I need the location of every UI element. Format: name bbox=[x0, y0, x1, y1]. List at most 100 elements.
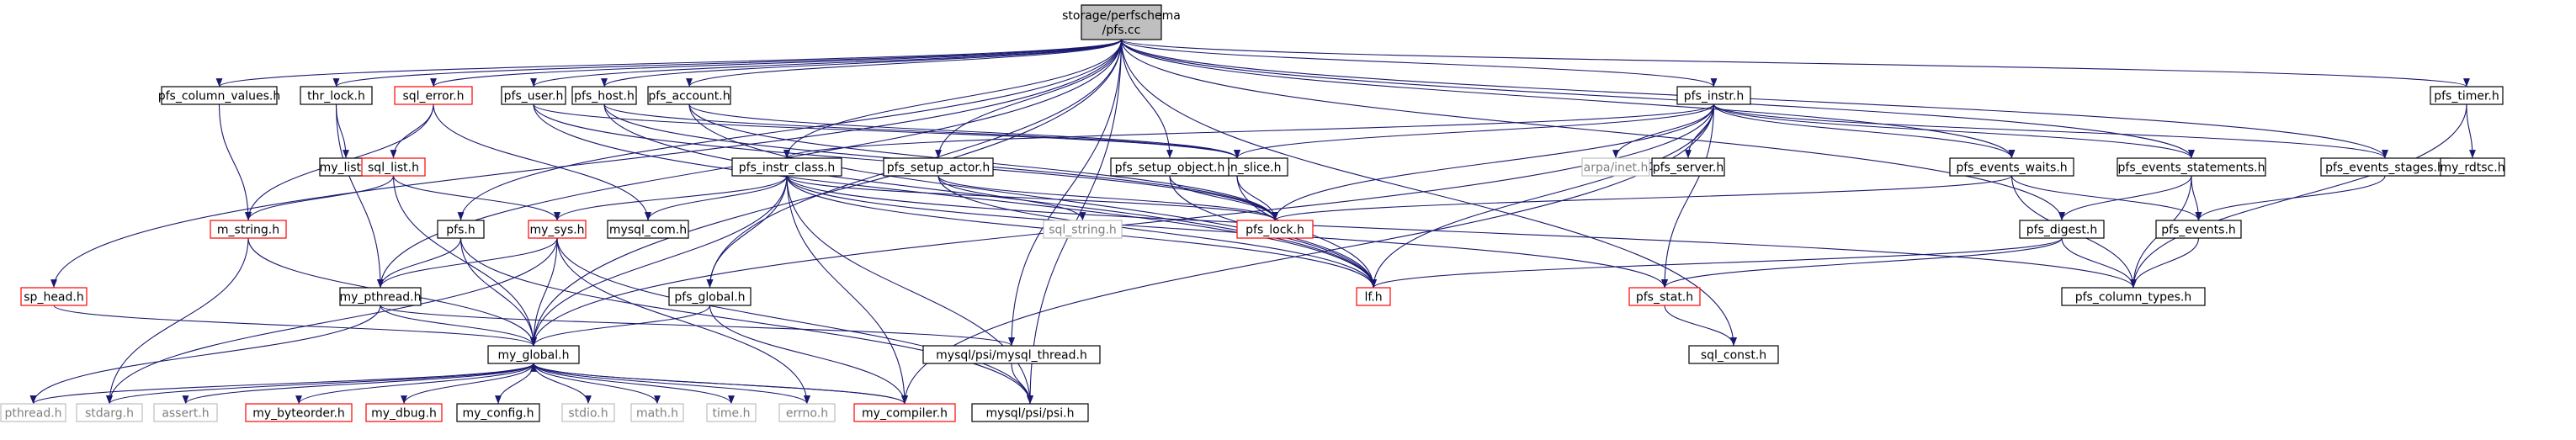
node-label: sql_list.h bbox=[368, 162, 419, 175]
node-box bbox=[853, 403, 956, 422]
node-my-list[interactable]: my_list.h bbox=[319, 157, 373, 177]
edge-root-to-pfs_column_values bbox=[215, 39, 1123, 87]
node-stdarg[interactable]: stdarg.h bbox=[76, 403, 143, 422]
node-assert[interactable]: assert.h bbox=[153, 403, 218, 422]
node-root[interactable]: storage/perfschema/pfs.cc bbox=[1062, 4, 1181, 40]
node-label: pfs_instr.h bbox=[1684, 90, 1744, 103]
node-pfs-column-values[interactable]: pfs_column_values.h bbox=[158, 86, 281, 105]
edge-mysql_thread-to-psi bbox=[1011, 363, 1033, 405]
node-pfs-events-waits[interactable]: pfs_events_waits.h bbox=[1949, 157, 2074, 177]
edge-pfs_instr_class-to-my_sys bbox=[554, 175, 788, 221]
node-pfs-setup-actor[interactable]: pfs_setup_actor.h bbox=[883, 157, 994, 177]
node-box bbox=[922, 345, 1101, 364]
node-psi[interactable]: mysql/psi/psi.h bbox=[971, 403, 1089, 422]
node-pthread[interactable]: pthread.h bbox=[0, 403, 66, 422]
node-mysql-thread[interactable]: mysql/psi/mysql_thread.h bbox=[922, 345, 1101, 364]
edge-pfs_host-to-pfs_con_slice bbox=[603, 103, 1240, 159]
node-label: pfs_setup_actor.h bbox=[887, 162, 990, 175]
node-pfs-events-statements[interactable]: pfs_events_statements.h bbox=[2117, 157, 2266, 177]
node-sql-list[interactable]: sql_list.h bbox=[361, 157, 426, 177]
node-label: pfs_events_waits.h bbox=[1956, 162, 2067, 175]
edge-my_global-to-my_byteorder bbox=[295, 363, 534, 405]
node-pfs-global[interactable]: pfs_global.h bbox=[668, 287, 752, 306]
node-time[interactable]: time.h bbox=[706, 403, 757, 422]
node-my-byteorder[interactable]: my_byteorder.h bbox=[245, 403, 353, 422]
node-arpa-inet[interactable]: arpa/inet.h bbox=[1581, 157, 1650, 177]
node-pfs-column-types[interactable]: pfs_column_types.h bbox=[2061, 287, 2206, 306]
edge-root-to-sp_head bbox=[50, 39, 1123, 289]
node-box bbox=[883, 157, 994, 177]
edge-root-to-pfs_events_statements bbox=[1120, 39, 2195, 159]
edge-my_global-to-assert bbox=[182, 363, 534, 405]
node-box bbox=[365, 403, 443, 422]
node-mysql-com[interactable]: mysql_com.h bbox=[607, 220, 689, 239]
node-stdio[interactable]: stdio.h bbox=[561, 403, 615, 422]
node-label: pfs_lock.h bbox=[1246, 224, 1304, 237]
node-my-pthread[interactable]: my_pthread.h bbox=[339, 287, 422, 306]
node-box bbox=[394, 86, 473, 105]
node-box bbox=[1688, 345, 1779, 364]
node-sql-const[interactable]: sql_const.h bbox=[1688, 345, 1779, 364]
edge-my_sys-to-stdarg bbox=[106, 237, 558, 405]
node-label: stdarg.h bbox=[85, 407, 134, 421]
node-thr-lock[interactable]: thr_lock.h bbox=[300, 86, 373, 105]
node-sql-string[interactable]: sql_string.h bbox=[1043, 220, 1123, 239]
node-pfs-host[interactable]: pfs_host.h bbox=[571, 86, 637, 105]
node-pfs-digest[interactable]: pfs_digest.h bbox=[2019, 220, 2105, 239]
node-pfs-timer[interactable]: pfs_timer.h bbox=[2430, 86, 2504, 105]
edge-sql_list-to-my_global bbox=[392, 175, 537, 347]
node-pfs-user[interactable]: pfs_user.h bbox=[501, 86, 566, 105]
edge-root-to-pfs_account bbox=[686, 39, 1123, 87]
edge-pfs_h-to-psi bbox=[459, 237, 1033, 405]
edge-my_global-to-time bbox=[533, 363, 735, 405]
node-my-dbug[interactable]: my_dbug.h bbox=[365, 403, 443, 422]
edge-my_global-to-errno bbox=[533, 363, 810, 405]
edge-pfs_instr-to-pfs_events_stages bbox=[1713, 103, 2388, 159]
node-sql-error[interactable]: sql_error.h bbox=[394, 86, 473, 105]
node-label: pfs_stat.h bbox=[1636, 291, 1693, 305]
node-pfs-server[interactable]: pfs_server.h bbox=[1651, 157, 1725, 177]
node-pfs-setup-object[interactable]: pfs_setup_object.h bbox=[1110, 157, 1230, 177]
edge-my_global-to-my_dbug bbox=[401, 363, 534, 405]
edge-pfs_digest-to-pfs_stat bbox=[1661, 237, 2063, 289]
edge-pfs_global-to-my_compiler bbox=[709, 305, 908, 405]
node-label: pfs_account.h bbox=[648, 90, 730, 103]
node-my-global[interactable]: my_global.h bbox=[487, 345, 580, 364]
node-m-string[interactable]: m_string.h bbox=[210, 220, 287, 239]
edge-root-to-sql_error bbox=[430, 39, 1123, 87]
node-math[interactable]: math.h bbox=[630, 403, 684, 422]
node-label: pfs.h bbox=[446, 224, 475, 237]
node-errno[interactable]: errno.h bbox=[778, 403, 836, 422]
node-label: my_dbug.h bbox=[371, 407, 437, 421]
node-label: sql_error.h bbox=[402, 90, 464, 103]
node-box bbox=[571, 86, 637, 105]
node-pfs-events-stages[interactable]: pfs_events_stages.h bbox=[2320, 157, 2450, 177]
node-label: pthread.h bbox=[4, 407, 61, 421]
edge-pfs_h-to-my_pthread bbox=[377, 237, 462, 289]
node-box bbox=[528, 220, 587, 239]
edge-root-to-pfs_setup_object bbox=[1120, 39, 1173, 159]
node-pfs-instr-class[interactable]: pfs_instr_class.h bbox=[731, 157, 842, 177]
node-box bbox=[2019, 220, 2105, 239]
node-box bbox=[153, 403, 218, 422]
node-pfs-account[interactable]: pfs_account.h bbox=[647, 86, 731, 105]
node-box bbox=[1081, 4, 1162, 40]
node-sp-head[interactable]: sp_head.h bbox=[20, 287, 88, 306]
node-pfs-h[interactable]: pfs.h bbox=[437, 220, 485, 239]
node-my-sys[interactable]: my_sys.h bbox=[528, 220, 587, 239]
node-pfs-lock[interactable]: pfs_lock.h bbox=[1236, 220, 1314, 239]
edge-pfs_h-to-my_global bbox=[459, 237, 537, 347]
edge-my_global-to-stdio bbox=[533, 363, 592, 405]
node-my-config[interactable]: my_config.h bbox=[456, 403, 540, 422]
node-pfs-instr[interactable]: pfs_instr.h bbox=[1676, 86, 1751, 105]
node-lf[interactable]: lf.h bbox=[1356, 287, 1391, 306]
edge-pfs_timer-to-my_rdtsc bbox=[2466, 103, 2476, 159]
node-my-rdtsc[interactable]: my_rdtsc.h bbox=[2440, 157, 2505, 177]
node-pfs-stat[interactable]: pfs_stat.h bbox=[1628, 287, 1701, 306]
node-pfs-events[interactable]: pfs_events.h bbox=[2155, 220, 2242, 239]
edge-pfs_instr_class-to-my_global bbox=[530, 175, 788, 347]
edge-my_sys-to-psi bbox=[556, 237, 1033, 405]
node-box bbox=[1043, 220, 1123, 239]
node-my-compiler[interactable]: my_compiler.h bbox=[853, 403, 956, 422]
edge-root-to-pfs_timer bbox=[1120, 39, 2470, 87]
